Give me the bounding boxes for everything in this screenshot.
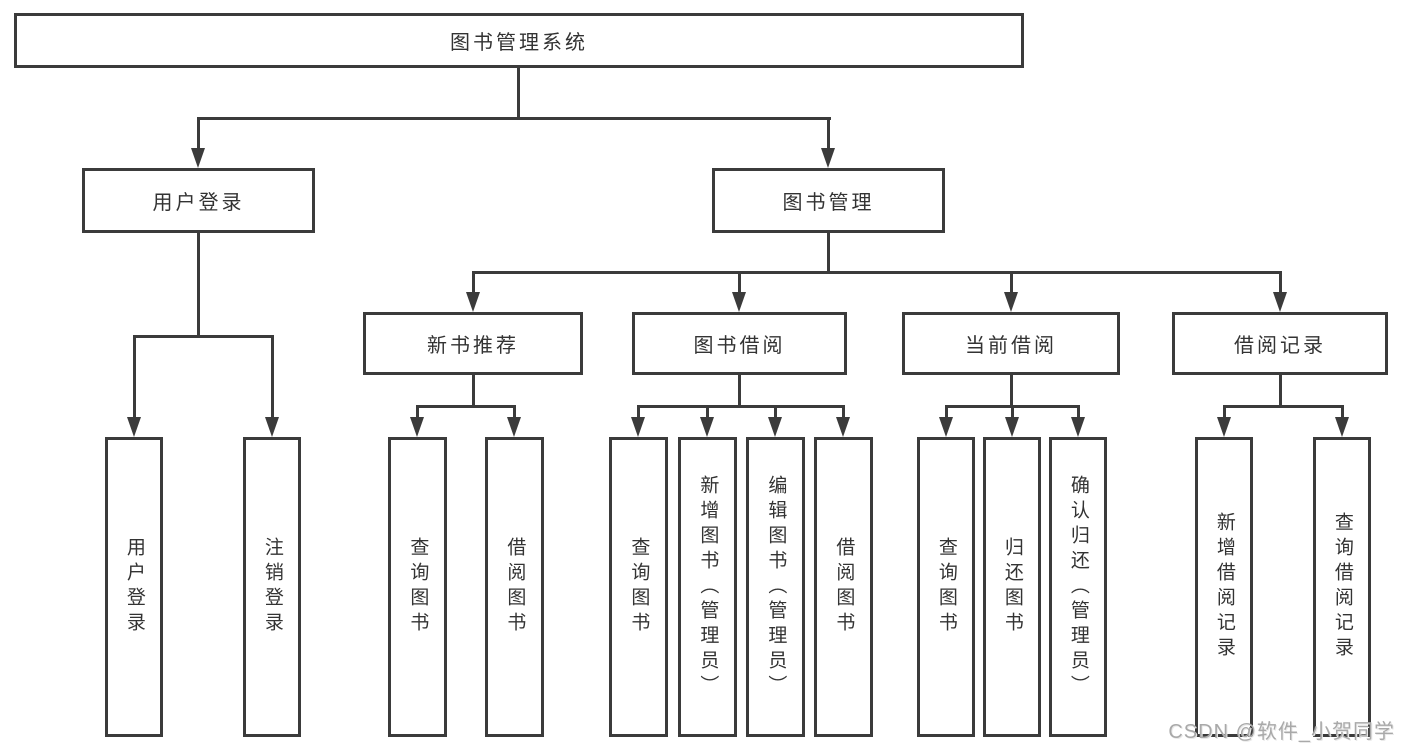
node-label: 图书管理系统 [450, 32, 588, 54]
csdn-watermark: CSDN @软件_小贺同学 [1168, 721, 1395, 743]
node-new-book-recommend: 新书推荐 [363, 312, 583, 375]
connector-newbooks-hline [416, 405, 516, 408]
node-label: 用户登录 [152, 192, 245, 214]
connector-userlogin-hline [133, 335, 274, 338]
connector-shaft-d3 [1077, 405, 1080, 421]
connector-userlogin-stem [197, 233, 200, 337]
connector-shaft-e2 [1341, 405, 1344, 421]
leaf-edit-books-admin: 编辑图书（管理员） [746, 437, 805, 737]
leaf-label: 借阅图书 [504, 537, 526, 637]
arrowhead-leaf-login [127, 417, 141, 437]
node-book-management: 图书管理 [712, 168, 945, 233]
leaf-label: 注销登录 [261, 537, 283, 637]
arrowhead-c1 [631, 417, 645, 437]
leaf-add-borrow-record: 新增借阅记录 [1195, 437, 1253, 737]
node-label: 图书管理 [782, 192, 875, 214]
arrowhead-c2 [700, 417, 714, 437]
leaf-label: 确认归还（管理员） [1067, 474, 1089, 700]
connector-shaft-user-login [197, 117, 200, 151]
connector-shaft-c3 [774, 405, 777, 421]
leaf-add-books-admin: 新增图书（管理员） [678, 437, 737, 737]
leaf-label: 归还图书 [1001, 537, 1023, 637]
leaf-label: 查询图书 [628, 537, 650, 637]
node-label: 新书推荐 [427, 335, 519, 357]
arrowhead-d3 [1071, 417, 1085, 437]
arrowhead-e1 [1217, 417, 1231, 437]
leaf-confirm-return-admin: 确认归还（管理员） [1049, 437, 1107, 737]
connector-shaft-e1 [1223, 405, 1226, 421]
arrowhead-book-borrow [732, 292, 746, 312]
connector-shaft-book-borrow [738, 271, 741, 295]
connector-shaft-c4 [842, 405, 845, 421]
connector-records-hline [1223, 405, 1344, 408]
arrowhead-c3 [768, 417, 782, 437]
arrowhead-borrow-records [1273, 292, 1287, 312]
leaf-query-borrow-record: 查询借阅记录 [1313, 437, 1371, 737]
node-label: 图书借阅 [693, 335, 786, 357]
node-label: 借阅记录 [1234, 335, 1326, 357]
leaf-return-books: 归还图书 [983, 437, 1041, 737]
connector-bookborrow-hline [637, 405, 845, 408]
connector-shaft-borrow-records [1279, 271, 1282, 295]
connector-shaft-b1 [416, 405, 419, 421]
arrowhead-user-login [191, 148, 205, 168]
leaf-label: 新增图书（管理员） [697, 474, 719, 700]
connector-shaft-d2 [1011, 405, 1014, 421]
leaf-borrow-books: 借阅图书 [814, 437, 873, 737]
node-library-management-system: 图书管理系统 [14, 13, 1024, 68]
node-current-borrowing: 当前借阅 [902, 312, 1120, 375]
node-label: 当前借阅 [965, 335, 1057, 357]
node-user-login: 用户登录 [82, 168, 315, 233]
arrowhead-b2 [507, 417, 521, 437]
connector-shaft-b2 [513, 405, 516, 421]
connector-shaft-c1 [637, 405, 640, 421]
connector-bookborrow-stem [738, 375, 741, 407]
connector-shaft-leaf-login [133, 335, 136, 419]
connector-shaft-c2 [706, 405, 709, 421]
arrowhead-d1 [939, 417, 953, 437]
node-book-borrowing: 图书借阅 [632, 312, 847, 375]
leaf-query-books-current: 查询图书 [917, 437, 975, 737]
connector-bookmgmt-hline [472, 271, 1282, 274]
leaf-label: 借阅图书 [833, 537, 855, 637]
connector-bookmgmt-stem [827, 233, 830, 273]
arrowhead-d2 [1005, 417, 1019, 437]
leaf-logout: 注销登录 [243, 437, 301, 737]
node-borrowing-records: 借阅记录 [1172, 312, 1388, 375]
leaf-label: 查询图书 [407, 537, 429, 637]
leaf-query-books-borrowing: 查询图书 [609, 437, 668, 737]
leaf-label: 用户登录 [123, 537, 145, 637]
leaf-label: 查询借阅记录 [1331, 512, 1353, 662]
leaf-label: 查询图书 [935, 537, 957, 637]
connector-shaft-new-books [472, 271, 475, 295]
leaf-borrow-books-recommend: 借阅图书 [485, 437, 544, 737]
connector-records-stem [1279, 375, 1282, 407]
arrowhead-current-borrow [1004, 292, 1018, 312]
connector-newbooks-stem [472, 375, 475, 407]
arrowhead-new-books [466, 292, 480, 312]
arrowhead-c4 [836, 417, 850, 437]
leaf-label: 新增借阅记录 [1213, 512, 1235, 662]
connector-root-stem [517, 68, 520, 118]
connector-l1-hline [197, 117, 831, 120]
connector-shaft-book-management [827, 117, 830, 151]
arrowhead-b1 [410, 417, 424, 437]
connector-shaft-current-borrow [1010, 271, 1013, 295]
arrowhead-e2 [1335, 417, 1349, 437]
arrowhead-leaf-logout [265, 417, 279, 437]
arrowhead-book-management [821, 148, 835, 168]
leaf-label: 编辑图书（管理员） [765, 474, 787, 700]
connector-shaft-d1 [945, 405, 948, 421]
leaf-query-books-recommend: 查询图书 [388, 437, 447, 737]
connector-shaft-leaf-logout [271, 335, 274, 419]
leaf-user-login: 用户登录 [105, 437, 163, 737]
connector-currentborrow-stem [1010, 375, 1013, 407]
